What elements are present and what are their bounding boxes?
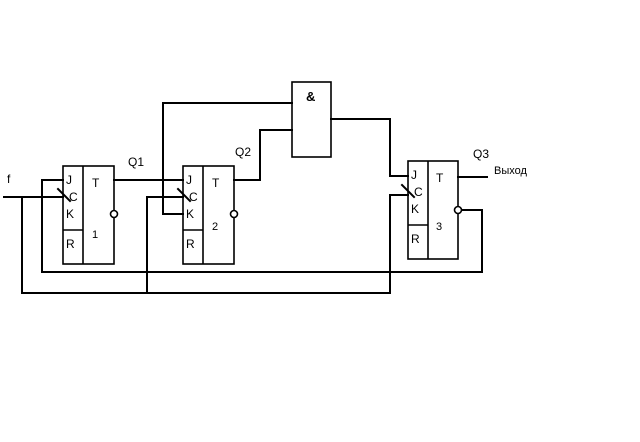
- wire-q1-to-and: [162, 102, 293, 181]
- flipflop-1-k-label: K: [66, 207, 74, 221]
- flipflop-3: J C K R T 3: [400, 160, 463, 260]
- q3-label: Q3: [473, 147, 489, 161]
- flipflop-2-inverted-output-bubble: [229, 209, 239, 219]
- flipflop-1-r-label: R: [66, 237, 75, 251]
- flipflop-1-c-label: C: [69, 190, 78, 204]
- flipflop-1-j-label: J: [66, 173, 72, 187]
- wire-ff2-k: [162, 179, 184, 215]
- flipflop-2-j-label: J: [186, 173, 192, 187]
- output-label: Выход: [494, 165, 527, 177]
- flipflop-2-r-label: R: [186, 237, 195, 251]
- flipflop-3-clock-edge-mark: [400, 183, 416, 199]
- flipflop-3-j-label: J: [411, 168, 417, 182]
- and-gate-label: &: [306, 89, 315, 104]
- flipflop-2-number: 2: [212, 221, 218, 233]
- input-f-label: f: [7, 172, 11, 186]
- flipflop-1-number: 1: [92, 229, 98, 241]
- q2-label: Q2: [235, 145, 251, 159]
- q1-label: Q1: [128, 155, 144, 169]
- wire-feedback-q3-inverse: [41, 179, 483, 273]
- flipflop-2-k-label: K: [186, 207, 194, 221]
- flipflop-3-t-label: T: [436, 171, 444, 185]
- flipflop-2-t-label: T: [212, 176, 220, 190]
- and-gate: &: [291, 81, 332, 158]
- flipflop-2-c-label: C: [189, 190, 198, 204]
- wire-and-to-ff3: [330, 118, 409, 177]
- wire-clock-bus: [21, 194, 409, 294]
- flipflop-1-inverted-output-bubble: [109, 209, 119, 219]
- wire-q2-to-and: [233, 129, 293, 181]
- flipflop-2-clock-edge-mark: [176, 187, 192, 203]
- flipflop-2: J C K R T 2: [176, 165, 239, 265]
- flipflop-3-k-label: K: [411, 202, 419, 216]
- wires: [3, 102, 488, 294]
- flipflop-3-inverted-output-bubble: [453, 205, 463, 215]
- flipflop-1-clock-edge-mark: [56, 187, 72, 203]
- flipflop-1-t-label: T: [92, 176, 100, 190]
- flipflop-1: J C K R T 1: [56, 165, 119, 265]
- flipflop-3-r-label: R: [411, 232, 420, 246]
- wire-clock-ff2: [146, 196, 184, 294]
- flipflop-3-c-label: C: [414, 185, 423, 199]
- flipflop-3-number: 3: [436, 221, 442, 233]
